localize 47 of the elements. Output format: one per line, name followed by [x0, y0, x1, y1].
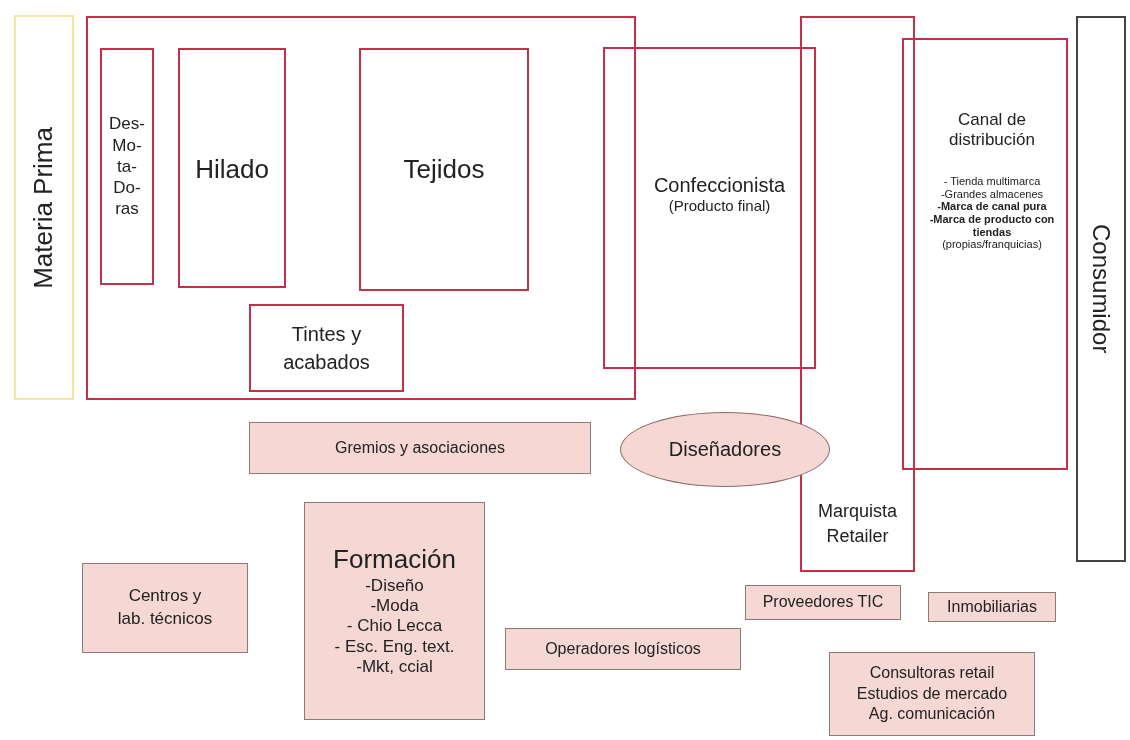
node-text: -Marca de producto con tiendas: [928, 213, 1056, 239]
node-label: Gremios y asociaciones: [335, 438, 505, 458]
node-label: Tejidos: [403, 155, 485, 185]
node-text: Estudios de mercado: [856, 683, 1008, 704]
node-text: (propias/franquicias): [942, 238, 1042, 251]
stage-box: [249, 304, 404, 392]
node-label: Proveedores TIC: [762, 593, 884, 612]
stage-box: [800, 16, 915, 572]
actor-box: [249, 422, 591, 474]
node-text: -Mkt, ccial: [356, 657, 433, 678]
actor-box: [304, 502, 485, 720]
node-text: -Grandes almacenes: [940, 187, 1044, 201]
node-text: (Producto final): [668, 197, 771, 215]
node-text: - Esc. Eng. text.: [334, 636, 455, 658]
actor-box: [745, 585, 901, 620]
actor-box: [1076, 16, 1126, 562]
node-text: -Diseño: [365, 575, 424, 596]
stage-box: [178, 48, 286, 288]
actor-box: [829, 652, 1035, 736]
node-label: Confeccionista: [653, 174, 786, 197]
node-text: - Chio Lecca: [346, 616, 443, 637]
node-label: Des- Mo- ta- Do- ras: [108, 113, 146, 220]
node-label: Canal de distribución: [948, 110, 1036, 150]
node-label: Inmobiliarias: [947, 597, 1037, 617]
actor-box: [82, 563, 248, 653]
node-label: Tintes y acabados: [282, 322, 371, 375]
stage-box: [902, 38, 1068, 470]
stage-box: [359, 48, 529, 291]
node-label: Consultoras retail: [869, 662, 995, 683]
stage-frame: [86, 16, 636, 400]
stage-box: [100, 48, 154, 285]
node-text: -Moda: [370, 596, 419, 617]
node-label: Operadores logísticos: [545, 639, 701, 659]
node-text: Ag. comunicación: [868, 704, 996, 725]
actor-box: [928, 592, 1056, 622]
node-text: -Marca de canal pura: [937, 200, 1047, 213]
actor-box: [14, 15, 74, 400]
node-label: Materia Prima: [29, 126, 59, 289]
node-label: Centros y lab. técnicos: [116, 585, 214, 630]
node-label: Marquista Retailer: [817, 500, 898, 548]
node-label: Diseñadores: [668, 438, 782, 461]
node-label: Consumidor: [1087, 224, 1115, 354]
stage-box: [603, 47, 816, 369]
node-text: - Tienda multimarca: [943, 175, 1041, 188]
node-label: Formación: [333, 544, 456, 576]
actor-box: [505, 628, 741, 670]
node-label: Hilado: [195, 155, 269, 185]
